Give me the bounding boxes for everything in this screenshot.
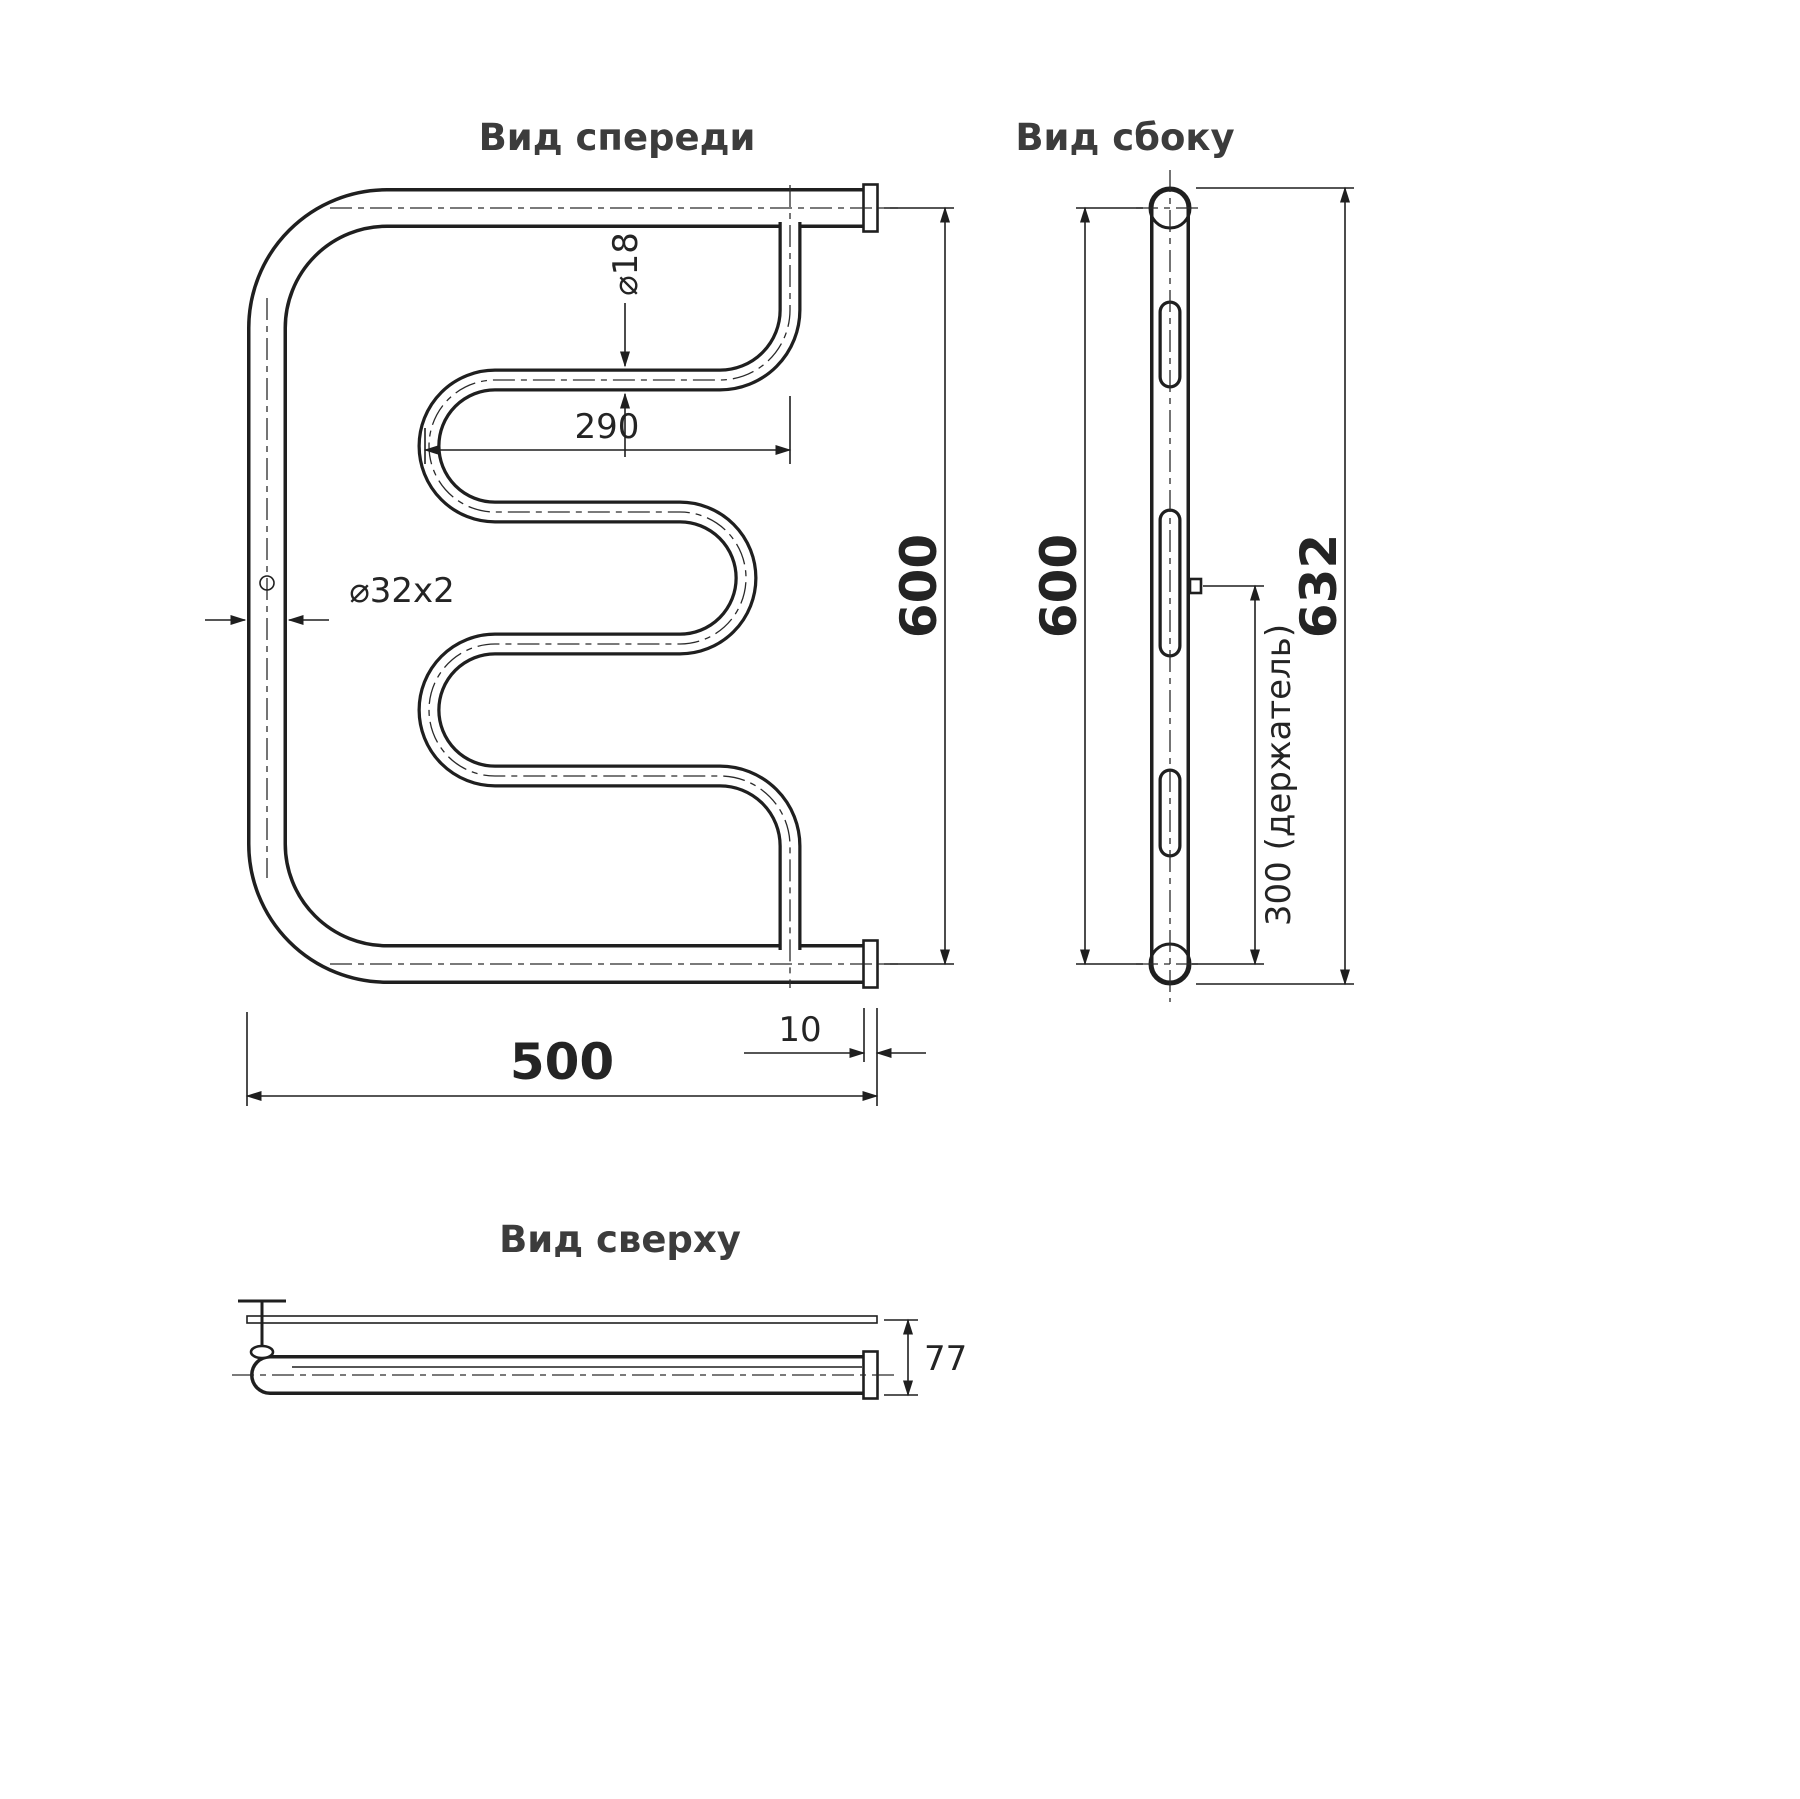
- front-view-title: Вид спереди: [479, 116, 756, 159]
- front-dim-height: 600: [884, 206, 954, 966]
- top-holder: [238, 1299, 286, 1360]
- front-coil-pipe-core: [420, 222, 799, 950]
- front-height-label: 600: [890, 534, 948, 638]
- front-coil-diameter-label: ⌀18: [606, 232, 646, 296]
- front-dim-width: 500: [245, 1008, 879, 1106]
- side-view-title: Вид сбоку: [1015, 116, 1234, 159]
- top-depth-label: 77: [924, 1339, 967, 1379]
- front-coil-pipe-outline: [417, 222, 802, 950]
- side-dim-holder: 300 (держатель): [1192, 584, 1299, 966]
- side-dim-axis-height: 600: [1030, 206, 1143, 966]
- side-view: Вид сбоку 600: [1015, 116, 1354, 1002]
- holder-bracket: [1188, 577, 1203, 595]
- front-dim-end-offset: 10: [744, 1008, 926, 1062]
- top-view: Вид сверху 77: [232, 1218, 967, 1400]
- top-pipe-left-end-core: [253, 1358, 287, 1392]
- front-dim-pipe-diameter: ⌀32x2: [205, 571, 455, 626]
- front-centerlines: [266, 185, 898, 988]
- front-view: Вид спереди 600 500: [205, 116, 954, 1106]
- front-width-label: 500: [510, 1033, 614, 1091]
- side-holder-label: 300 (держатель): [1259, 624, 1299, 926]
- front-coil-span-label: 290: [575, 407, 640, 447]
- side-dim-overall-height: 632: [1196, 186, 1354, 986]
- side-overall-height-label: 632: [1290, 534, 1348, 638]
- front-end-offset-label: 10: [778, 1010, 821, 1050]
- top-dim-depth: 77: [884, 1318, 967, 1397]
- weld-point-marker: [259, 575, 275, 591]
- holder-foot: [249, 1344, 275, 1360]
- side-axis-height-label: 600: [1030, 534, 1088, 638]
- top-wall-bar: [246, 1315, 878, 1324]
- front-dim-coil-diameter: ⌀18: [606, 232, 646, 457]
- top-view-title: Вид сверху: [499, 1218, 741, 1261]
- front-pipe-diameter-label: ⌀32x2: [349, 571, 455, 611]
- front-dim-coil-span: 290: [423, 396, 792, 464]
